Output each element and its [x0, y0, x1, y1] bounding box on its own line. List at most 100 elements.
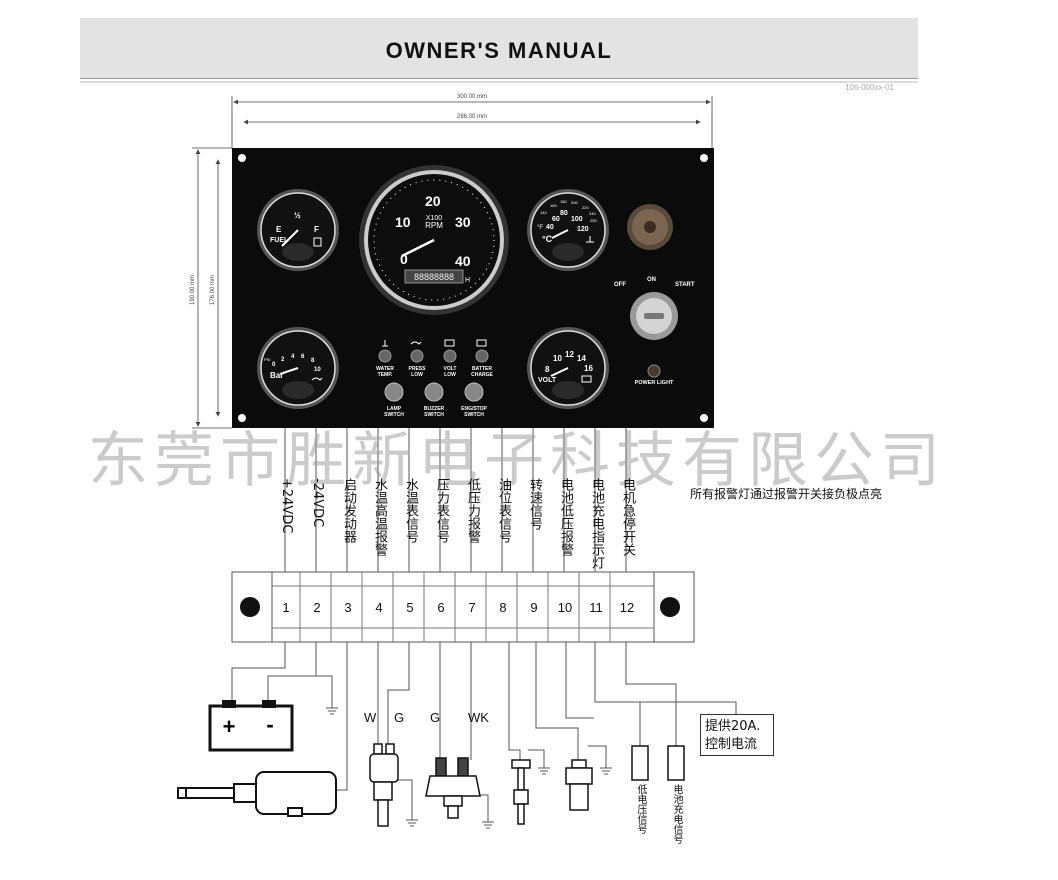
rpm-tick-20: 20 [425, 193, 441, 209]
mount-hole [700, 154, 708, 162]
supply-line-2: 控制电流 [705, 737, 758, 752]
lamp-label-1b: TEMP. [378, 372, 393, 378]
terminal-label-1: +24VDC [279, 478, 294, 534]
terminal-label-2: -24VDC [310, 478, 325, 528]
battery-plus: + [223, 714, 236, 739]
rpm-tick-40: 40 [455, 253, 471, 269]
rpm-multiplier: X100 [426, 215, 442, 222]
lamp-switch: LAMP SWITCH [384, 382, 404, 418]
low-volt-signal-label: 低电压信号 [635, 784, 646, 834]
terminal-label-10: 电池低压报警 [558, 478, 573, 556]
header-bar: OWNER'S MANUAL 106-000xx-01 [80, 18, 918, 92]
terminal-block [231, 571, 695, 643]
temp-tick-250: 250 [590, 218, 597, 223]
mount-hole [238, 154, 246, 162]
volt-tick-12: 12 [565, 350, 574, 359]
oil-tick-4: 4 [291, 354, 295, 360]
page-title: OWNER'S MANUAL [385, 38, 613, 63]
battery-icon [476, 339, 487, 347]
terminal-label-6: 压力表信号 [434, 478, 449, 543]
oil-psi-unit: PSI [264, 357, 270, 362]
power-light: POWER LIGHT [635, 364, 674, 386]
terminal-number-5: 5 [406, 600, 414, 615]
dim-height-inner: 176.00 mm [210, 275, 216, 305]
water-temp-sender [369, 743, 399, 827]
volt-tick-8: 8 [545, 365, 550, 374]
temp-f-unit: °F [537, 225, 543, 231]
fuel-level-sender [511, 759, 531, 825]
terminal-number-7: 7 [468, 600, 476, 615]
battery: + - [208, 700, 294, 752]
starter-motor [177, 771, 337, 817]
switch-label-1a: LAMP [387, 406, 402, 412]
oil-tick-10: 10 [314, 367, 321, 373]
oil-tick-2: 2 [281, 357, 285, 363]
lamp-label-2a: PRESS [409, 366, 427, 372]
fuel-e-label: E [276, 225, 282, 234]
volt-tick-14: 14 [577, 354, 586, 363]
oil-can-icon [410, 341, 422, 345]
temp-tick-180: 180 [560, 199, 567, 204]
battery-icon [444, 339, 455, 347]
temp-c-unit: °C [542, 234, 553, 244]
terminal-label-4: 水温高温报警 [372, 478, 387, 556]
lamp-volt-low: VOLT LOW [443, 339, 457, 378]
terminal-number-11: 11 [589, 600, 603, 615]
power-light-label: POWER LIGHT [635, 380, 674, 386]
oil-pressure-gauge: 0 2 4 6 8 10 Bar PSI [257, 327, 339, 409]
voltmeter-gauge: 8 10 12 14 16 VOLT [527, 327, 609, 409]
terminal-number-10: 10 [557, 600, 573, 615]
buzzer [627, 204, 673, 250]
key-start-label: START [675, 282, 695, 288]
dim-width-inner: 286.00 mm [457, 114, 487, 120]
wire-label-g2: G [430, 710, 441, 725]
dimension-lines [192, 96, 713, 429]
charge-signal-label: 电池充电信号 [671, 784, 682, 844]
ignition-key-switch: OFF ON START [614, 277, 695, 340]
switch-label-2b: SWITCH [424, 412, 444, 418]
terminal-number-1: 1 [282, 600, 290, 615]
oil-tick-6: 6 [301, 354, 305, 360]
charge-signal-relay [667, 745, 685, 781]
instrument-panel: E ½ F FUEL 0 10 20 30 40 X100 RPM 888888… [232, 148, 714, 428]
volt-label: VOLT [538, 377, 557, 384]
fuel-label: FUEL [270, 237, 289, 244]
temperature-gauge: 140 160 180 200 220 240 250 40 60 80 100… [527, 189, 609, 271]
speed-sensor [565, 759, 593, 811]
mount-hole [700, 414, 708, 422]
doc-code: 106-000xx-01 [845, 83, 894, 92]
terminal-number-8: 8 [499, 600, 507, 615]
dim-width-outer: 300.00 mm [457, 94, 487, 100]
lamp-press-low: PRESS LOW [409, 341, 427, 378]
temp-tick-200: 200 [571, 200, 578, 205]
wire-label-g: G [394, 710, 405, 725]
fuel-gauge: E ½ F FUEL [257, 189, 339, 271]
fuel-pump-icon [313, 237, 322, 247]
terminal-number-9: 9 [530, 600, 538, 615]
terminal-label-7: 低压力报警 [465, 478, 480, 543]
mount-hole [238, 414, 246, 422]
eng-stop-switch: ENG/STOP SWITCH [461, 382, 488, 418]
temp-tick-100: 100 [571, 216, 583, 223]
rpm-tick-0: 0 [400, 251, 408, 267]
temp-tick-140: 140 [540, 210, 547, 215]
coolant-temp-icon [586, 236, 594, 243]
battery-icon [581, 375, 592, 383]
battery-minus: - [266, 712, 273, 737]
rpm-tick-10: 10 [395, 214, 411, 230]
block-mount-hole [660, 597, 680, 617]
temp-tick-240: 240 [589, 211, 596, 216]
wire-label-w: W [364, 710, 377, 725]
water-temp-icon [382, 340, 388, 347]
block-mount-hole [240, 597, 260, 617]
panel-wires [284, 428, 627, 572]
oil-tick-8: 8 [311, 358, 315, 364]
fuel-f-label: F [314, 225, 319, 234]
terminal-number-4: 4 [375, 600, 383, 615]
wire-label-wk: WK [468, 710, 489, 725]
supply-line-1: 提供20A. [705, 719, 761, 734]
panel-switches: LAMP SWITCH BUZZER SWITCH ENG/STOP SWITC… [384, 382, 488, 418]
lower-wiring [231, 642, 737, 829]
oil-can-icon [311, 377, 323, 381]
hour-counter-unit: H [465, 277, 470, 284]
